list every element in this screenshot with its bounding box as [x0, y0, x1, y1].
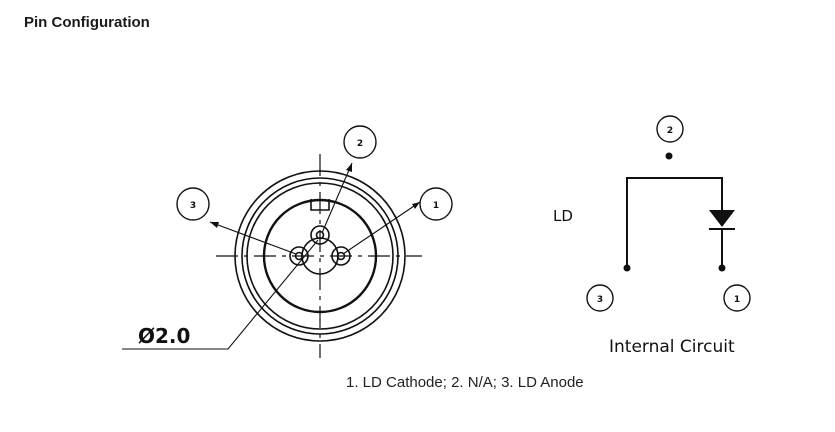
- circuit-balloon-2-label: 2: [667, 126, 673, 136]
- circuit-balloon-3-label: 3: [597, 295, 603, 305]
- ring-3: [246, 182, 394, 330]
- device-label: LD: [553, 207, 573, 225]
- leader-pin-1: [342, 201, 421, 255]
- pin-balloon-1: 1: [419, 187, 453, 221]
- circuit-balloon-1: 1: [723, 284, 751, 312]
- circuit-schematic: [623, 152, 735, 272]
- cap-ring: [262, 198, 378, 314]
- pin-2-core: [315, 230, 325, 240]
- dimension-leader: [122, 239, 319, 350]
- pin-3-core: [294, 251, 304, 261]
- pin-2-pad: [310, 225, 330, 245]
- pin-3-pad: [289, 246, 309, 266]
- section-title: Pin Configuration: [24, 14, 150, 31]
- leader-pin-3-arrow: [210, 222, 219, 228]
- dimension-label: Ø2.0: [138, 324, 190, 348]
- pin-1-core: [336, 251, 346, 261]
- pin-balloon-2: 2: [343, 125, 377, 159]
- pin-1-node: [718, 264, 726, 272]
- circuit-caption: Internal Circuit: [609, 337, 735, 357]
- leader-pin-1-arrow: [412, 202, 420, 209]
- pin-balloon-1-label: 1: [433, 201, 439, 211]
- ring-2: [241, 177, 399, 335]
- tab-notch: [310, 199, 330, 211]
- pin-balloon-3-label: 3: [190, 201, 196, 211]
- circuit-balloon-1-label: 1: [734, 295, 740, 305]
- diode-symbol: [709, 210, 735, 227]
- pin-2-node: [665, 152, 673, 160]
- outer-ring: [234, 170, 406, 342]
- package-view: [122, 154, 422, 358]
- pin-balloon-3: 3: [176, 187, 210, 221]
- pin-3-node: [623, 264, 631, 272]
- pin-1-pad: [331, 246, 351, 266]
- left-lead: [626, 177, 723, 267]
- leader-pin-2-arrow: [346, 163, 352, 172]
- pin-balloon-2-label: 2: [357, 139, 363, 149]
- leader-pin-2: [321, 162, 353, 234]
- circuit-balloon-2: 2: [656, 115, 684, 143]
- circuit-balloon-3: 3: [586, 284, 614, 312]
- leader-pin-3: [209, 221, 297, 255]
- pin-description: 1. LD Cathode; 2. N/A; 3. LD Anode: [346, 374, 584, 391]
